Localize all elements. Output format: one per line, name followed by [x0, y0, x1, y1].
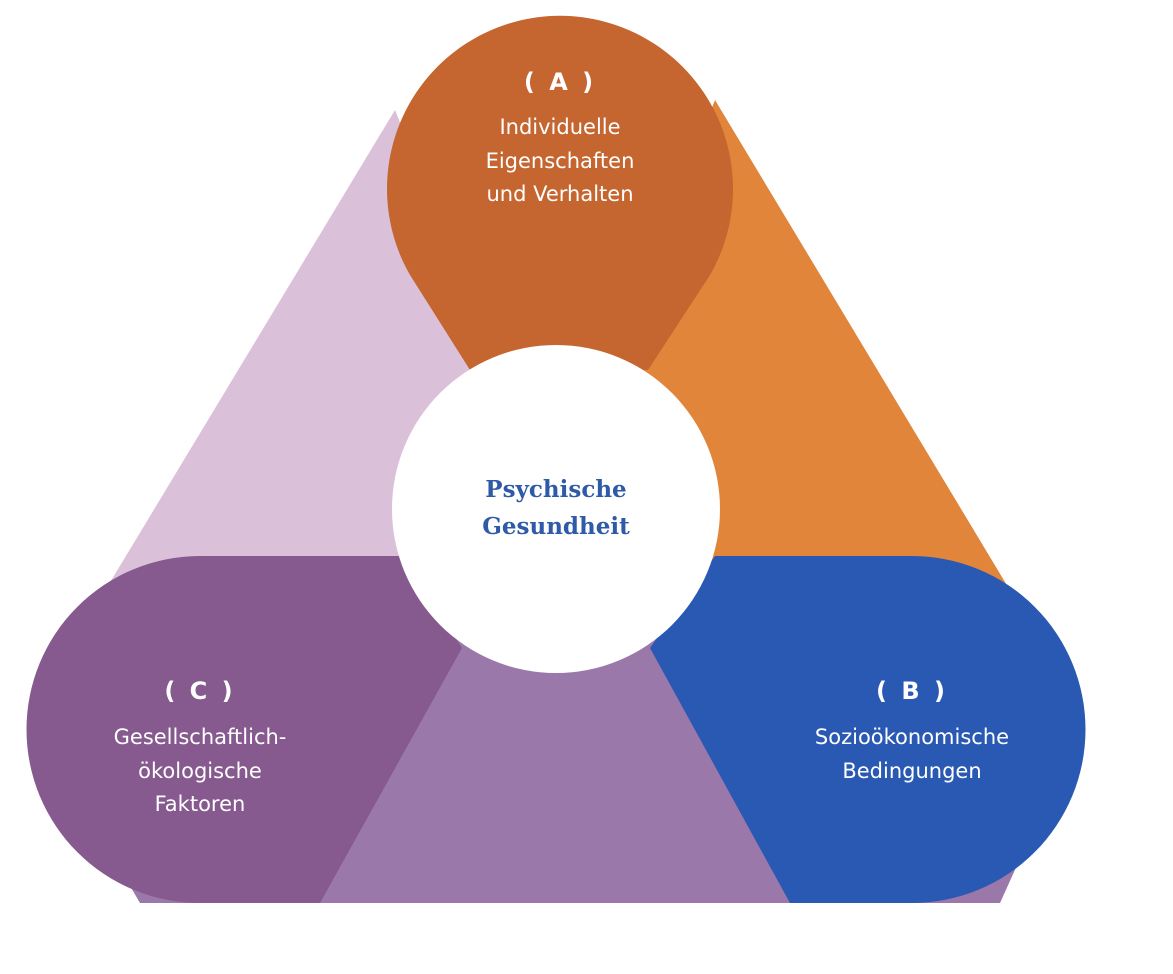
factor-a-line2: Eigenschaften [486, 149, 635, 173]
center-title-line2: Gesundheit [482, 513, 630, 540]
factor-b-tag: ( B ) [876, 677, 948, 705]
center-circle [392, 345, 720, 673]
factor-c-line2: ökologische [138, 759, 262, 783]
factor-b-line1: Sozioökonomische [815, 725, 1009, 749]
factor-a-tag: ( A ) [524, 68, 596, 96]
lobe-a-shape [386, 15, 734, 370]
factor-b-line2: Bedingungen [842, 759, 981, 783]
factor-c-line1: Gesellschaftlich- [114, 725, 287, 749]
factor-c-tag: ( C ) [164, 677, 235, 705]
factor-a-line3: und Verhalten [486, 182, 633, 206]
center-title-line1: Psychische [485, 476, 626, 503]
lobe-c-shape [26, 556, 463, 903]
factor-a-line1: Individuelle [499, 115, 620, 139]
factor-c-line3: Faktoren [155, 792, 246, 816]
lobe-b-shape [650, 556, 1086, 903]
